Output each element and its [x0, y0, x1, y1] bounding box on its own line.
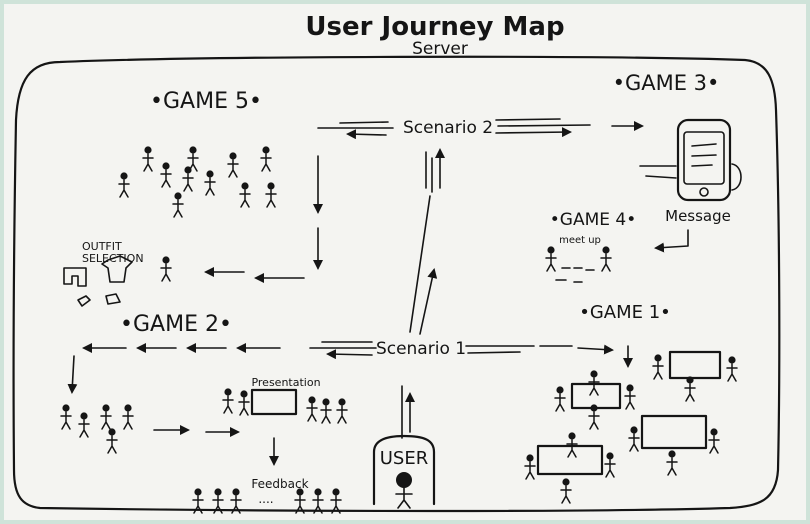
scenario2-label: Scenario 2	[403, 118, 493, 138]
scenario1-label: Scenario 1	[376, 339, 466, 359]
outfit-label: OUTFIT	[82, 240, 122, 253]
server-boundary	[12, 55, 781, 513]
feedback-ellipsis: ....	[258, 492, 273, 506]
outfit-clothes	[63, 255, 133, 307]
s2-to-game5-arrow	[317, 121, 394, 135]
map-title: User Journey Map	[305, 12, 564, 42]
user-box	[372, 434, 436, 506]
game5-label: •GAME 5•	[150, 89, 262, 114]
user-figure	[395, 472, 413, 509]
meetup-label: meet up	[559, 235, 601, 246]
game2-down-arrow	[67, 355, 78, 394]
s2-upward-arrow	[425, 150, 440, 193]
game4-label: •GAME 4•	[550, 210, 637, 230]
game1-label: •GAME 1•	[579, 302, 671, 323]
s1-to-s2-arrow	[409, 195, 434, 335]
outfit-player	[160, 255, 172, 282]
game1-tables	[524, 350, 738, 504]
presentation-board	[250, 388, 298, 416]
game2-crowd	[60, 403, 134, 454]
presentation-label: Presentation	[251, 376, 320, 389]
s1-to-game1-arrow	[465, 346, 612, 353]
user-label: USER	[380, 448, 428, 469]
feedback-label: Feedback	[251, 477, 308, 491]
paper-sheet	[4, 4, 806, 520]
game3-label: •GAME 3•	[613, 71, 720, 95]
game4-meetup	[545, 245, 612, 283]
presentation-audience	[222, 387, 348, 424]
message-label: Message	[665, 207, 731, 225]
s1-to-game2-arrow	[309, 341, 377, 355]
game2-label: •GAME 2•	[120, 312, 232, 337]
phone-icon	[639, 118, 742, 202]
server-label: Server	[412, 39, 468, 59]
message-arrow	[654, 229, 689, 253]
game5-crowd	[118, 145, 277, 218]
s2-to-game3-arrow	[495, 118, 591, 133]
user-to-s1-arrow	[402, 386, 410, 439]
